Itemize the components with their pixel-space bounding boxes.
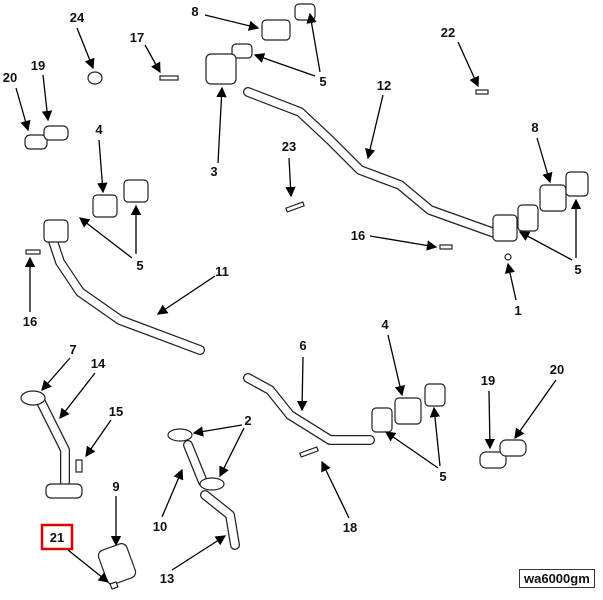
callout-14: 14 <box>91 356 106 371</box>
pipe-6 <box>243 373 375 445</box>
bolt-22 <box>475 89 489 95</box>
flange-19-right <box>479 451 507 469</box>
clamp-2-bottom <box>199 477 225 491</box>
plug-1 <box>504 253 512 261</box>
callout-11: 11 <box>215 264 229 279</box>
gasket-7 <box>20 390 46 406</box>
bolt-23 <box>285 201 305 213</box>
callout-2: 2 <box>244 413 251 428</box>
callout-21: 21 <box>50 530 64 545</box>
figure-id-label: wa6000gm <box>519 569 595 588</box>
callout-5-left: 5 <box>136 258 143 273</box>
callout-23: 23 <box>282 139 296 154</box>
callout-arrows <box>15 12 582 583</box>
flange-8-top <box>261 19 291 41</box>
bolt-16-right <box>439 244 453 250</box>
pipe-13 <box>200 490 240 550</box>
callout-21-highlight <box>40 523 74 551</box>
callout-10: 10 <box>153 519 167 534</box>
callout-6: 6 <box>299 338 306 353</box>
callout-16-left: 16 <box>23 314 37 329</box>
pipe-12 <box>243 87 505 240</box>
callout-19-right: 19 <box>481 373 495 388</box>
pipe-14 <box>35 395 70 495</box>
pipe-11 <box>45 227 205 355</box>
gasket-5-right-b <box>565 171 589 197</box>
gasket-5-top-b <box>231 43 253 59</box>
callout-5-top: 5 <box>319 74 326 89</box>
gasket-5-left <box>123 179 149 203</box>
callout-12: 12 <box>377 78 391 93</box>
callout-19-top: 19 <box>31 58 45 73</box>
bolt-17 <box>159 75 179 81</box>
hose-10 <box>183 440 208 487</box>
callout-15: 15 <box>109 404 123 419</box>
gasket-5-top <box>294 3 316 21</box>
callout-17: 17 <box>130 30 144 45</box>
gasket-ring-24 <box>87 71 103 85</box>
bracket-21 <box>109 581 119 590</box>
callout-18: 18 <box>343 520 357 535</box>
callout-20-top: 20 <box>3 70 17 85</box>
gasket-20-right <box>499 439 527 457</box>
callout-9: 9 <box>112 479 119 494</box>
bolt-15 <box>75 459 83 473</box>
callout-20-right: 20 <box>550 362 564 377</box>
callout-4-top: 4 <box>95 122 103 137</box>
bolt-16-left <box>25 249 41 255</box>
callout-22: 22 <box>441 25 455 40</box>
callout-13: 13 <box>160 571 174 586</box>
flange-12 <box>492 214 518 242</box>
callout-8-top: 8 <box>191 4 198 19</box>
flange-19-top <box>43 125 69 141</box>
callout-4-lower: 4 <box>381 317 389 332</box>
elbow-3 <box>205 53 237 85</box>
callout-1: 1 <box>514 303 521 318</box>
callout-3: 3 <box>210 164 217 179</box>
gasket-20-top <box>24 134 48 150</box>
cover-plate-9 <box>97 543 137 585</box>
callout-16-mid: 16 <box>351 228 365 243</box>
bolt-18 <box>299 446 319 458</box>
gasket-5-right <box>517 204 539 232</box>
clamp-2-top <box>167 428 193 442</box>
callout-8-right: 8 <box>531 120 538 135</box>
gasket-5-lower <box>371 407 393 433</box>
callout-5-right: 5 <box>574 262 581 277</box>
gasket-5-lower-b <box>424 383 446 407</box>
flange-14 <box>45 483 83 499</box>
flange-4-lower <box>394 397 422 425</box>
flange-4-top <box>92 194 118 218</box>
flange-8-right <box>539 184 567 212</box>
callout-5-lower: 5 <box>439 469 446 484</box>
flange-11 <box>43 219 69 243</box>
callout-24: 24 <box>70 10 85 25</box>
callout-7: 7 <box>69 342 76 357</box>
